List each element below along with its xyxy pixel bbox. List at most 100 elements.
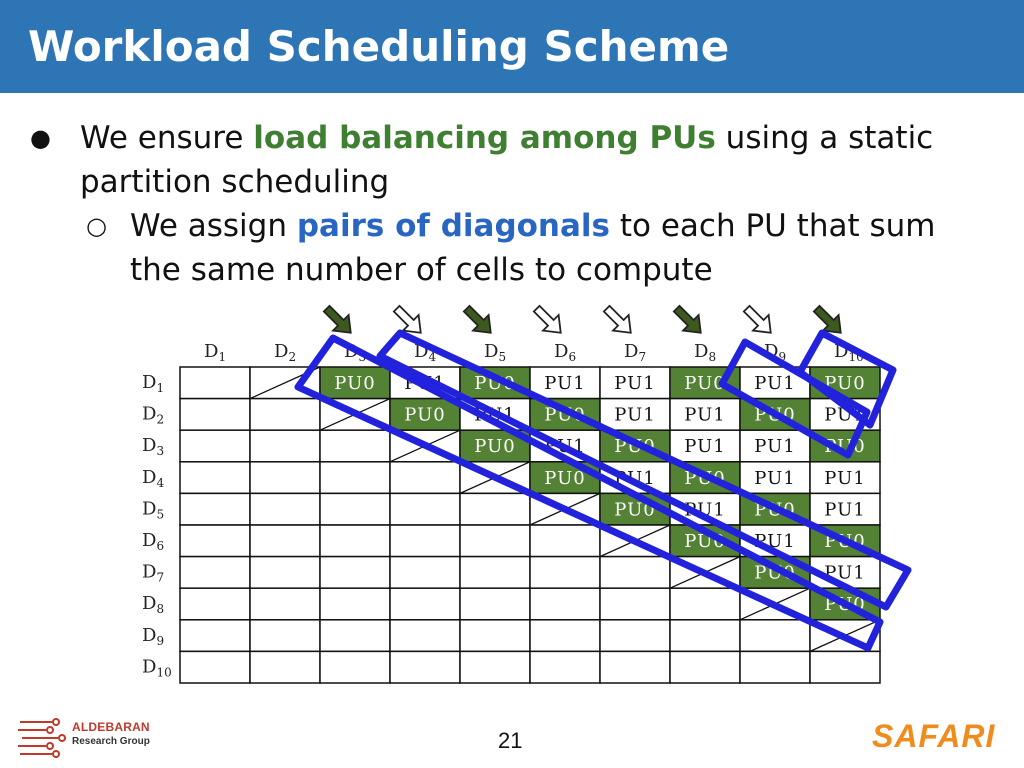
matrix-cell [529, 555, 601, 589]
cell-label-pu0: PU0 [754, 563, 795, 584]
matrix-cell [459, 492, 531, 526]
matrix-cell [319, 555, 391, 589]
matrix-cell [249, 650, 321, 684]
matrix-cell [809, 461, 881, 495]
bullet-2-text-post: to each PU that sum [610, 208, 936, 244]
logo-name: ALDEBARAN [72, 720, 150, 734]
matrix-cell [179, 587, 251, 621]
matrix-cell [319, 492, 391, 526]
bullet-2-text-pre: We assign [130, 208, 297, 244]
matrix-cell [249, 555, 321, 589]
row-label: D1 [142, 372, 164, 395]
matrix-cell [179, 429, 251, 463]
matrix-cell [389, 619, 461, 653]
matrix-cell [599, 555, 671, 589]
diagonal-arrow-outline-icon [602, 304, 632, 334]
cell-label-pu0: PU0 [404, 405, 445, 426]
cell-label-pu0: PU0 [614, 499, 655, 520]
matrix-cell [459, 555, 531, 589]
matrix-cell [389, 461, 461, 495]
matrix-cell [599, 366, 671, 400]
matrix-cell [529, 619, 601, 653]
matrix-cell [179, 619, 251, 653]
row-label: D7 [142, 562, 164, 585]
matrix-cell [179, 397, 251, 431]
column-label: D5 [484, 341, 506, 364]
matrix-cell [809, 650, 881, 684]
matrix-cell [739, 461, 811, 495]
diagonal-pair-outline [294, 334, 884, 652]
diagonal-arrow-filled-icon [812, 304, 842, 334]
matrix-cell [739, 429, 811, 463]
cell-label-pu0: PU0 [334, 373, 375, 394]
matrix-cell [249, 587, 321, 621]
cell-label-pu1: PU1 [684, 405, 725, 426]
matrix-cell [389, 524, 461, 558]
cell-label-pu1: PU1 [544, 373, 585, 394]
matrix-cell [669, 650, 741, 684]
matrix-cell [179, 461, 251, 495]
column-label: D1 [204, 341, 226, 364]
row-label: D10 [142, 656, 172, 679]
column-label: D6 [554, 341, 576, 364]
diagonal-arrow-outline-icon [532, 304, 562, 334]
bullet-1-text-pre: We ensure [80, 120, 254, 156]
matrix-cell [389, 492, 461, 526]
cell-label-pu1: PU1 [684, 436, 725, 457]
diagonal-arrow-filled-icon [672, 304, 702, 334]
row-label: D9 [142, 625, 164, 648]
matrix-cell [179, 492, 251, 526]
cell-label-pu1: PU1 [754, 373, 795, 394]
matrix-cell [389, 587, 461, 621]
column-label: D8 [694, 341, 716, 364]
logo-subtitle: Research Group [72, 736, 150, 747]
bullet-1-text-post: using a static [715, 120, 934, 156]
matrix-cell [319, 650, 391, 684]
row-label: D5 [142, 498, 164, 521]
matrix-cell [529, 650, 601, 684]
cell-label-pu0: PU0 [684, 373, 725, 394]
circuit-logo-icon [18, 718, 66, 758]
diagonal-arrow-outline-icon [392, 304, 422, 334]
matrix-cell [179, 650, 251, 684]
row-label: D4 [142, 467, 164, 490]
cell-label-pu1: PU1 [824, 499, 865, 520]
bullet-dot-hollow: ○ [86, 212, 107, 240]
matrix-cell [249, 397, 321, 431]
column-label: D7 [624, 341, 646, 364]
matrix-cell [319, 429, 391, 463]
matrix-cell [529, 366, 601, 400]
row-label: D2 [142, 404, 164, 427]
matrix-cell [599, 587, 671, 621]
cell-label-pu1: PU1 [614, 405, 655, 426]
bullet-1-highlight: load balancing among PUs [253, 120, 716, 156]
matrix-cell [459, 650, 531, 684]
cell-label-pu0: PU0 [544, 468, 585, 489]
row-label: D6 [142, 530, 164, 553]
slide-title: Workload Scheduling Scheme [28, 22, 730, 71]
matrix-cell [599, 619, 671, 653]
bullet-2-highlight: pairs of diagonals [296, 208, 610, 244]
matrix-cell [529, 524, 601, 558]
matrix-cell [459, 524, 531, 558]
matrix-cell [669, 619, 741, 653]
diagonal-pair-outline [376, 329, 912, 611]
matrix-cell [319, 524, 391, 558]
diagonal-arrow-filled-icon [462, 304, 492, 334]
matrix-cell [179, 366, 251, 400]
cell-label-pu0: PU0 [474, 436, 515, 457]
diagonal-pair-outline [718, 338, 871, 459]
diagonal-pair-outline [796, 329, 897, 429]
matrix-cell [389, 555, 461, 589]
bullet-1-line-2: partition scheduling [80, 164, 390, 200]
cell-label-pu1: PU1 [824, 468, 865, 489]
cell-label-pu0: PU0 [544, 405, 585, 426]
bullet-1-line-1: We ensure load balancing among PUs using… [80, 116, 933, 160]
matrix-cell [319, 587, 391, 621]
matrix-cell [249, 461, 321, 495]
matrix-cell [529, 587, 601, 621]
matrix-cell [459, 587, 531, 621]
matrix-cell [739, 650, 811, 684]
row-label: D3 [142, 435, 164, 458]
